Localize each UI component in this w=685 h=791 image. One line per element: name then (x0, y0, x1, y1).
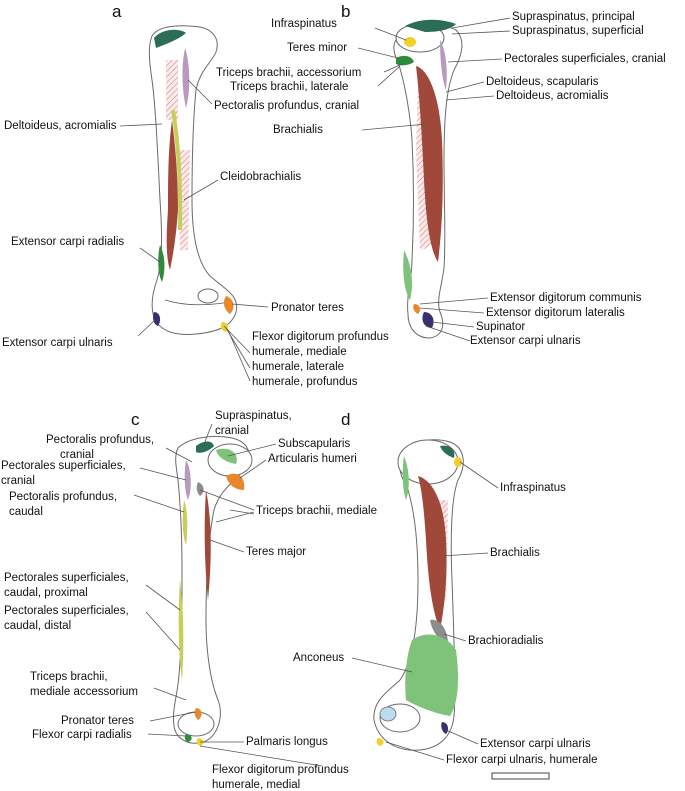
label-d-anconeus: Anconeus (293, 652, 344, 664)
label-c-articularis-humeri: Articularis humeri (268, 453, 357, 465)
muscle-d-infraspinatus (454, 457, 462, 467)
muscle-a-cleidobrachialis (171, 110, 183, 230)
label-b-deltoideus-acromialis: Deltoideus, acromialis (496, 90, 609, 102)
label-b-teres-minor: Teres minor (287, 42, 347, 54)
label-c-supraspinatus-cranial: cranial (215, 425, 249, 437)
label-c-pect-prof-cranial: Pectoralis profundus, (46, 434, 154, 446)
label-a-cleidobrachialis: Cleidobrachialis (220, 171, 301, 183)
label-c-pect-sup-caudal-dist-2: caudal, distal (4, 620, 71, 632)
label-b-brachialis: Brachialis (273, 124, 323, 136)
muscle-d-olecranon-fossa (379, 706, 397, 722)
muscle-c-supraspinatus (196, 441, 214, 453)
muscle-b-brachialis (416, 66, 443, 262)
muscle-a-deltoideus-hatch (166, 60, 178, 120)
panel-letter-b: b (341, 2, 350, 21)
label-c-palmaris-longus: Palmaris longus (246, 736, 328, 748)
label-a-fdp-mediale: humerale, mediale (252, 346, 347, 358)
muscle-b-teres-minor (396, 55, 414, 66)
muscle-d-supraspinatus (440, 445, 455, 458)
panel-d: d Infraspinatus Brachialis Brachioradial… (293, 410, 597, 780)
muscle-c-flexor-carpi-radialis (184, 734, 192, 742)
muscle-a-brachialis (166, 120, 178, 270)
label-c-triceps-mediale: Triceps brachii, mediale (256, 505, 377, 517)
label-c-pect-sup-cranial: Pectorales superficiales, (1, 460, 126, 472)
label-a-fdp-laterale: humerale, laterale (252, 361, 344, 373)
muscle-d-anconeus (405, 634, 458, 716)
label-b-extensor-carpi-ulnaris: Extensor carpi ulnaris (470, 335, 581, 347)
muscle-a-extensor-carpi-ulnaris (153, 312, 161, 326)
panel-b: b Infraspinatus Supraspinatus, principal… (216, 2, 666, 347)
label-b-infraspinatus: Infraspinatus (271, 18, 337, 30)
muscle-a-supraspinatus (154, 29, 186, 48)
label-c-pect-prof-caudal: Pectoralis profundus, (9, 491, 117, 503)
panel-a: a Deltoideus, acromialis Pectoralis prof… (2, 2, 389, 388)
label-b-extensor-digitorum-lateralis: Extensor digitorum lateralis (486, 307, 625, 319)
label-c-pect-prof-cranial-2: cranial (60, 449, 94, 461)
muscle-b-extensor-digitorum-lateralis (413, 304, 421, 314)
label-b-deltoideus-scapularis: Deltoideus, scapularis (486, 76, 599, 88)
label-a-fdp-title: Flexor digitorum profundus (252, 331, 389, 343)
panel-c: c Supraspinatus, cranial Pect (1, 410, 377, 791)
label-b-extensor-digitorum-communis: Extensor digitorum communis (490, 292, 642, 304)
muscle-c-teres-major (204, 490, 211, 600)
label-c-subscapularis: Subscapularis (278, 438, 350, 450)
label-a-fdp-profundus: humerale, profundus (252, 376, 358, 388)
label-a-pectoralis-profundus-cranial: Pectoralis profundus, cranial (214, 100, 359, 112)
muscle-d-teres-minor (402, 456, 409, 500)
muscle-c-triceps-mediale (196, 482, 204, 496)
muscle-a-extensor-carpi-radialis (158, 245, 165, 282)
muscle-a-pronator-teres (223, 296, 234, 314)
muscle-c-articularis-humeri (226, 473, 245, 490)
label-d-brachialis: Brachialis (490, 547, 540, 559)
label-a-extensor-carpi-radialis: Extensor carpi radialis (11, 236, 124, 248)
muscle-d-brachioradialis (430, 619, 448, 644)
muscle-c-pectorales-sup-cranial (184, 460, 191, 500)
label-c-flexor-carpi-radialis: Flexor carpi radialis (32, 729, 132, 741)
label-b-triceps-accessorium: Triceps brachii, accessorium (216, 67, 361, 79)
muscle-d-extensor-carpi-ulnaris (441, 722, 449, 734)
label-b-triceps-laterale: Triceps brachii, laterale (230, 81, 348, 93)
label-d-flexor-carpi-ulnaris-humerale: Flexor carpi ulnaris, humerale (446, 754, 597, 766)
label-d-brachioradialis: Brachioradialis (468, 635, 544, 647)
label-c-pect-prof-caudal-2: caudal (9, 506, 43, 518)
muscle-b-extensor-digitorum-communis (403, 250, 412, 300)
muscle-d-fcu-humerale (376, 738, 384, 746)
label-a-deltoideus-acromialis: Deltoideus, acromialis (4, 120, 117, 132)
label-c-pect-sup-cranial-2: cranial (1, 475, 35, 487)
label-d-extensor-carpi-ulnaris: Extensor carpi ulnaris (480, 738, 591, 750)
label-c-triceps-med-acc-2: mediale accessorium (30, 686, 138, 698)
muscle-a-pectoralis-profundus-cranial (182, 48, 190, 108)
muscle-b-supinator (422, 312, 434, 328)
label-c-fdp-2: humerale, medial (212, 779, 300, 791)
label-b-supraspinatus-superficial: Supraspinatus, superficial (512, 25, 644, 37)
label-d-infraspinatus: Infraspinatus (500, 482, 566, 494)
label-b-supinator: Supinator (476, 321, 525, 333)
label-b-pectorales-superficiales-cranial: Pectorales superficiales, cranial (504, 53, 666, 65)
label-c-pect-sup-caudal-prox-2: caudal, proximal (4, 587, 88, 599)
muscle-b-supraspinatus (405, 19, 456, 32)
label-c-triceps-med-acc: Triceps brachii, (30, 671, 108, 683)
label-c-pect-sup-caudal-prox: Pectorales superficiales, (4, 572, 129, 584)
muscle-c-pect-sup-caudal (178, 580, 184, 680)
label-b-supraspinatus-principal: Supraspinatus, principal (512, 11, 635, 23)
label-a-pronator-teres: Pronator teres (271, 302, 344, 314)
muscle-c-pronator-teres (194, 708, 202, 720)
muscle-b-infraspinatus (404, 37, 416, 47)
condyle-a (197, 288, 219, 304)
muscle-c-subscapularis (216, 448, 237, 464)
label-c-pect-sup-caudal-dist: Pectorales superficiales, (4, 605, 129, 617)
label-c-pronator-teres: Pronator teres (61, 715, 134, 727)
label-c-fdp: Flexor digitorum profundus (212, 764, 349, 776)
scale-bar (491, 772, 550, 780)
muscle-c-pectoralis-profundus-caudal (182, 500, 188, 545)
panel-letter-a: a (112, 2, 122, 21)
label-a-extensor-carpi-ulnaris: Extensor carpi ulnaris (2, 337, 113, 349)
muscle-d-brachialis (418, 476, 447, 630)
label-c-teres-major: Teres major (246, 546, 306, 558)
label-c-supraspinatus: Supraspinatus, (215, 410, 292, 422)
panel-letter-c: c (131, 410, 140, 429)
panel-letter-d: d (341, 410, 350, 429)
muscle-b-pectorales-sup (440, 40, 447, 90)
